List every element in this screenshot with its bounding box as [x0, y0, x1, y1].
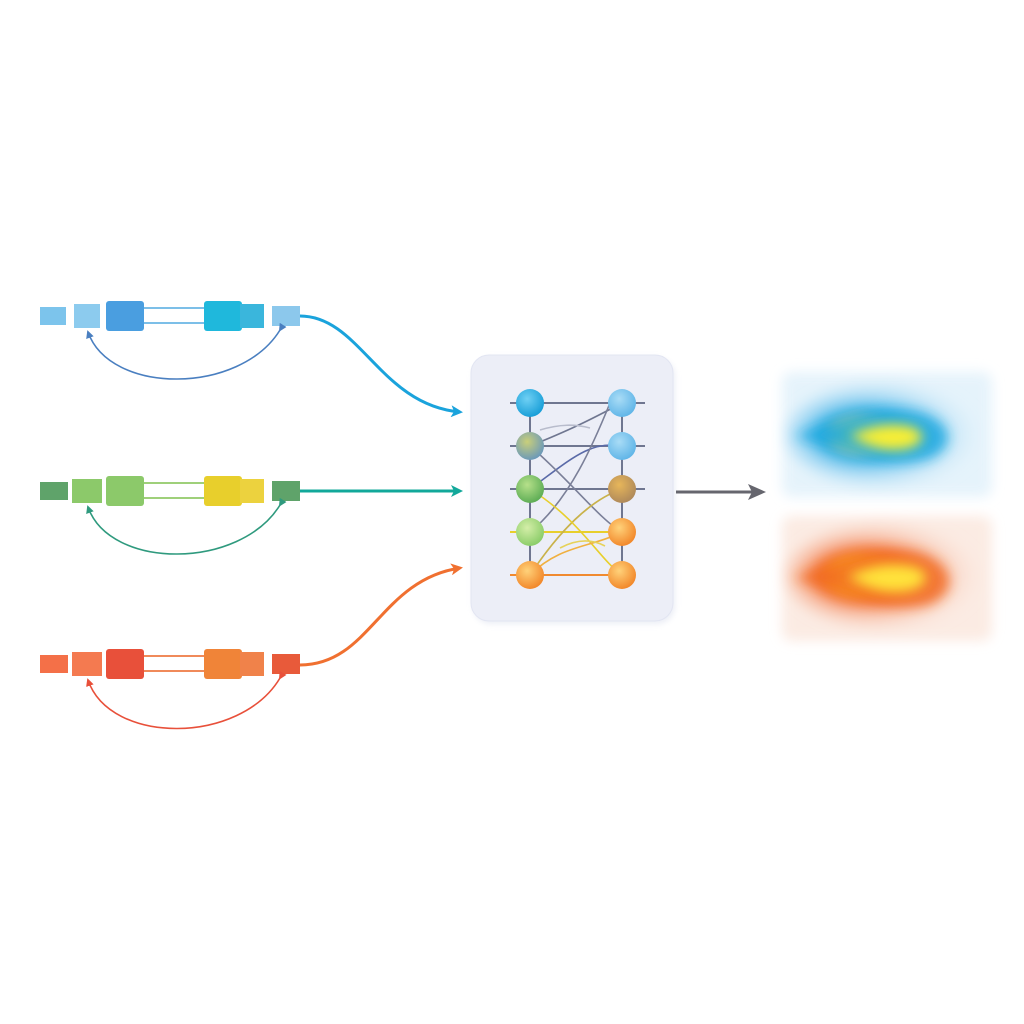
- network-node-left-1: [516, 389, 544, 417]
- arrow-orange-to-network: [299, 563, 463, 667]
- seq-orange-block-4: [204, 649, 242, 679]
- seq-green-block-6: [272, 481, 300, 501]
- network-node-right-5: [608, 561, 636, 589]
- seq-green-block-3: [106, 476, 144, 506]
- network-node-right-3: [608, 475, 636, 503]
- seq-orange-block-2: [72, 652, 102, 676]
- seq-orange-block-5: [240, 652, 264, 676]
- seq-green-block-5: [240, 479, 264, 503]
- network-node-right-1: [608, 389, 636, 417]
- network-node-left-5: [516, 561, 544, 589]
- seq-orange-block-6: [272, 654, 300, 674]
- seq-blue-block-5: [240, 304, 264, 328]
- network-node-left-4: [516, 518, 544, 546]
- seq-green-block-1: [40, 482, 68, 500]
- network-node-right-2: [608, 432, 636, 460]
- seq-green-block-4: [204, 476, 242, 506]
- seq-orange-block-3: [106, 649, 144, 679]
- network-node-right-4: [608, 518, 636, 546]
- seq-green-block-2: [72, 479, 102, 503]
- heatmap-blue: [782, 372, 992, 497]
- sequence-orange: [40, 649, 300, 730]
- heatmap-orange: [782, 516, 992, 641]
- seq-blue-loop-arrow: [86, 322, 287, 380]
- sequence-blue: [40, 301, 300, 380]
- seq-orange-block-1: [40, 655, 68, 673]
- seq-orange-loop-arrow: [86, 670, 287, 730]
- arrow-blue-to-network: [299, 314, 463, 418]
- seq-blue-block-2: [74, 304, 100, 328]
- seq-blue-block-6: [272, 306, 300, 326]
- sequence-green: [40, 476, 300, 555]
- network-panel: [470, 354, 675, 624]
- seq-blue-block-3: [106, 301, 144, 331]
- seq-blue-block-1: [40, 307, 66, 325]
- seq-blue-block-4: [204, 301, 242, 331]
- network-node-left-2: [516, 432, 544, 460]
- network-node-left-3: [516, 475, 544, 503]
- seq-green-loop-arrow: [86, 497, 287, 555]
